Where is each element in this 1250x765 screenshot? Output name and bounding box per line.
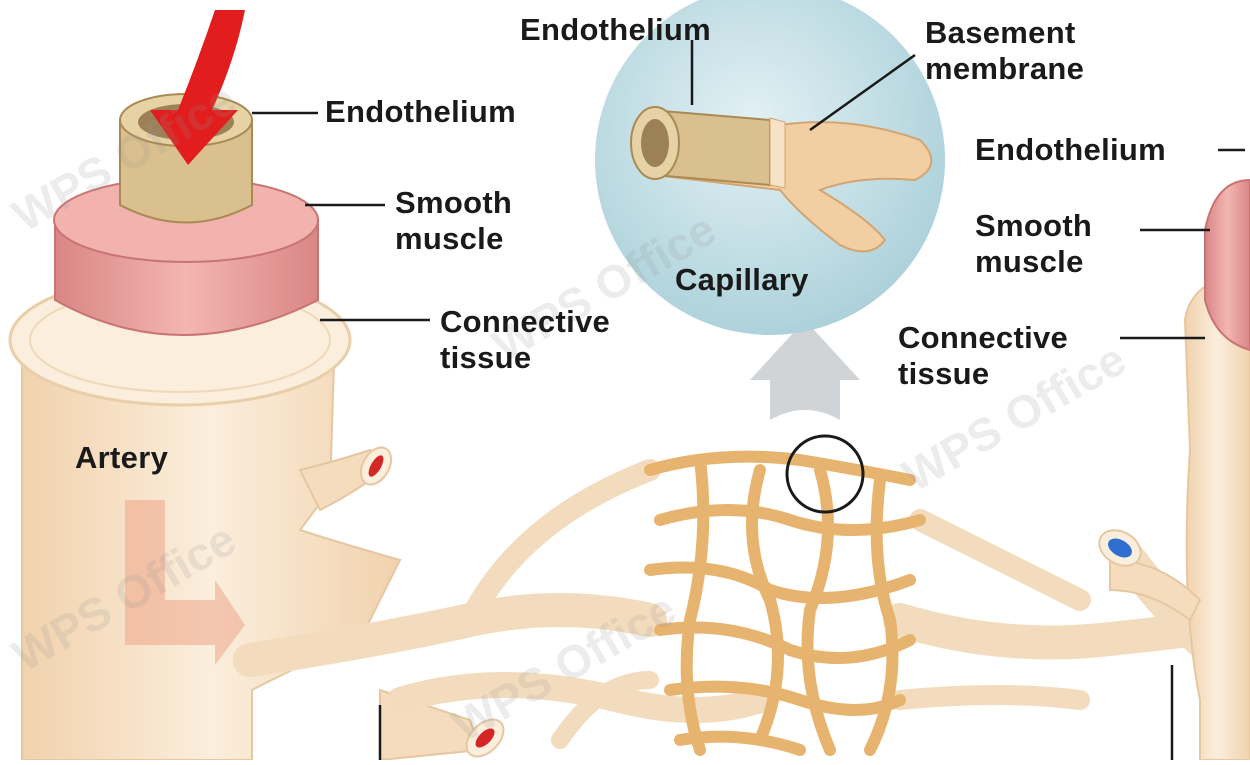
capillary-title: Capillary [675,262,809,298]
capillary-endothelium-label: Endothelium [520,12,711,48]
zoom-arrow [750,320,860,420]
vein-connective-tissue-label: Connective tissue [898,320,1068,392]
artery-endothelium-label: Endothelium [325,94,516,130]
capillary-basement-membrane-label: Basement membrane [925,15,1084,87]
artery-title: Artery [75,440,168,476]
capillary-bed [650,457,920,750]
artery-smooth-muscle-label: Smooth muscle [395,185,512,257]
vein-smooth-muscle-label: Smooth muscle [975,208,1092,280]
vein-endothelium-label: Endothelium [975,132,1166,168]
artery-connective-tissue-label: Connective tissue [440,304,610,376]
